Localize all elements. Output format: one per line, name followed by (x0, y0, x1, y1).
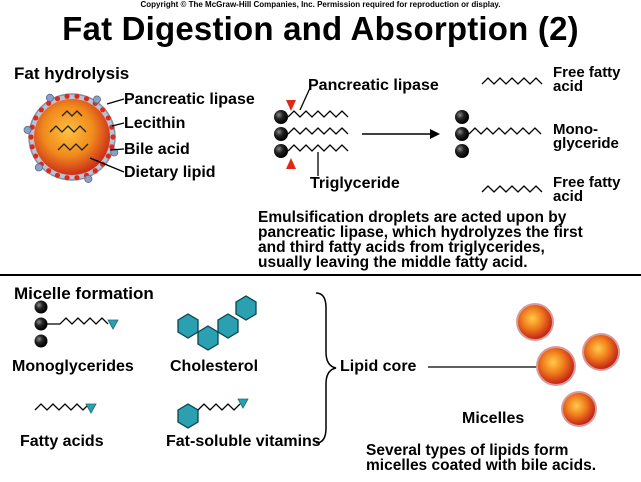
micelle-description: Several types of lipids form micelles co… (366, 442, 597, 474)
lecithin-dot (74, 93, 80, 99)
label-dietary-lipid: Dietary lipid (124, 164, 216, 181)
lecithin-dot (54, 96, 61, 102)
label-lecithin: Lecithin (124, 115, 186, 132)
label-lipid-core: Lipid core (340, 358, 417, 375)
bile-acid-bead (110, 148, 119, 157)
micelle (584, 335, 618, 369)
droplet-lipid-2 (57, 143, 89, 151)
label-cholesterol: Cholesterol (170, 358, 259, 375)
bile-acid-bead (34, 163, 43, 172)
lipase-marker-bottom (286, 158, 296, 169)
lecithin-dot (46, 100, 52, 106)
lecithin-dot (105, 115, 111, 121)
lecithin-dot (64, 175, 70, 181)
micelle (518, 305, 552, 339)
free-fatty-acid-top (481, 77, 543, 85)
dietary-lipid-core (34, 99, 110, 175)
fatty-acid-icon (34, 403, 97, 414)
lecithin-dot (33, 153, 39, 159)
droplet-lipid-3 (61, 110, 83, 117)
lecithin-dot (64, 93, 70, 99)
lecithin-dot (109, 144, 115, 150)
lecithin-dot (33, 115, 39, 121)
label-lipase-reaction: Pancreatic lipase (308, 77, 439, 94)
label-pancreatic-lipase: Pancreatic lipase (124, 91, 255, 108)
micelle (538, 348, 574, 384)
bile-acid-bead (92, 95, 101, 104)
copyright-notice: Copyright © The McGraw-Hill Companies, I… (140, 0, 501, 9)
hydrolysis-description: Emulsification droplets are acted upon b… (258, 209, 583, 271)
label-fatty-acids: Fatty acids (20, 433, 104, 450)
bile-acid-bead (23, 125, 32, 134)
lecithin-dot (100, 107, 106, 113)
label-monoglycerides: Monoglycerides (12, 358, 134, 375)
glycerol-bead-2 (274, 127, 288, 141)
label-bile-acid: Bile acid (124, 141, 190, 158)
lecithin-dot (83, 96, 90, 102)
glycerol-bead-3 (274, 144, 288, 158)
label-monoglyceride: Mono-glyceride (553, 121, 619, 152)
lecithin-dot (28, 134, 34, 140)
triglyceride-molecule (274, 87, 349, 176)
lecithin-dot (54, 172, 61, 178)
lecithin-dot (110, 134, 116, 140)
label-micelles: Micelles (462, 410, 525, 427)
lipase-marker-top (286, 100, 296, 111)
fat-hydrolysis-heading: Fat hydrolysis (14, 64, 130, 83)
fat-soluble-vitamin-icon (177, 398, 249, 429)
lecithin-dot (105, 153, 111, 159)
bile-acid-bead (84, 174, 93, 183)
grouping-brace (315, 292, 337, 444)
lecithin-dot (46, 168, 52, 174)
bile-acid-beads (23, 93, 119, 183)
monoglyceride-product (455, 110, 542, 158)
label-triglyceride: Triglyceride (310, 175, 400, 192)
micelle-cluster (516, 303, 620, 427)
droplet-lipid-1 (49, 125, 87, 133)
slide-title: Fat Digestion and Absorption (2) (62, 10, 579, 47)
glycerol-bead-1 (274, 110, 288, 124)
label-fat-soluble-vitamins: Fat-soluble vitamins (166, 433, 321, 450)
lecithin-dot (29, 144, 35, 150)
lecithin-dot (74, 175, 80, 181)
cholesterol-icon (177, 295, 257, 351)
emulsification-droplet (23, 93, 125, 183)
free-fatty-acid-bottom (481, 185, 543, 193)
micelle-formation-heading: Micelle formation (14, 284, 154, 303)
lecithin-dot (92, 168, 98, 174)
bile-acid-bead (45, 93, 54, 102)
lecithin-dot (38, 107, 44, 113)
micelle (563, 393, 595, 425)
monoglyceride-icon (34, 300, 119, 348)
